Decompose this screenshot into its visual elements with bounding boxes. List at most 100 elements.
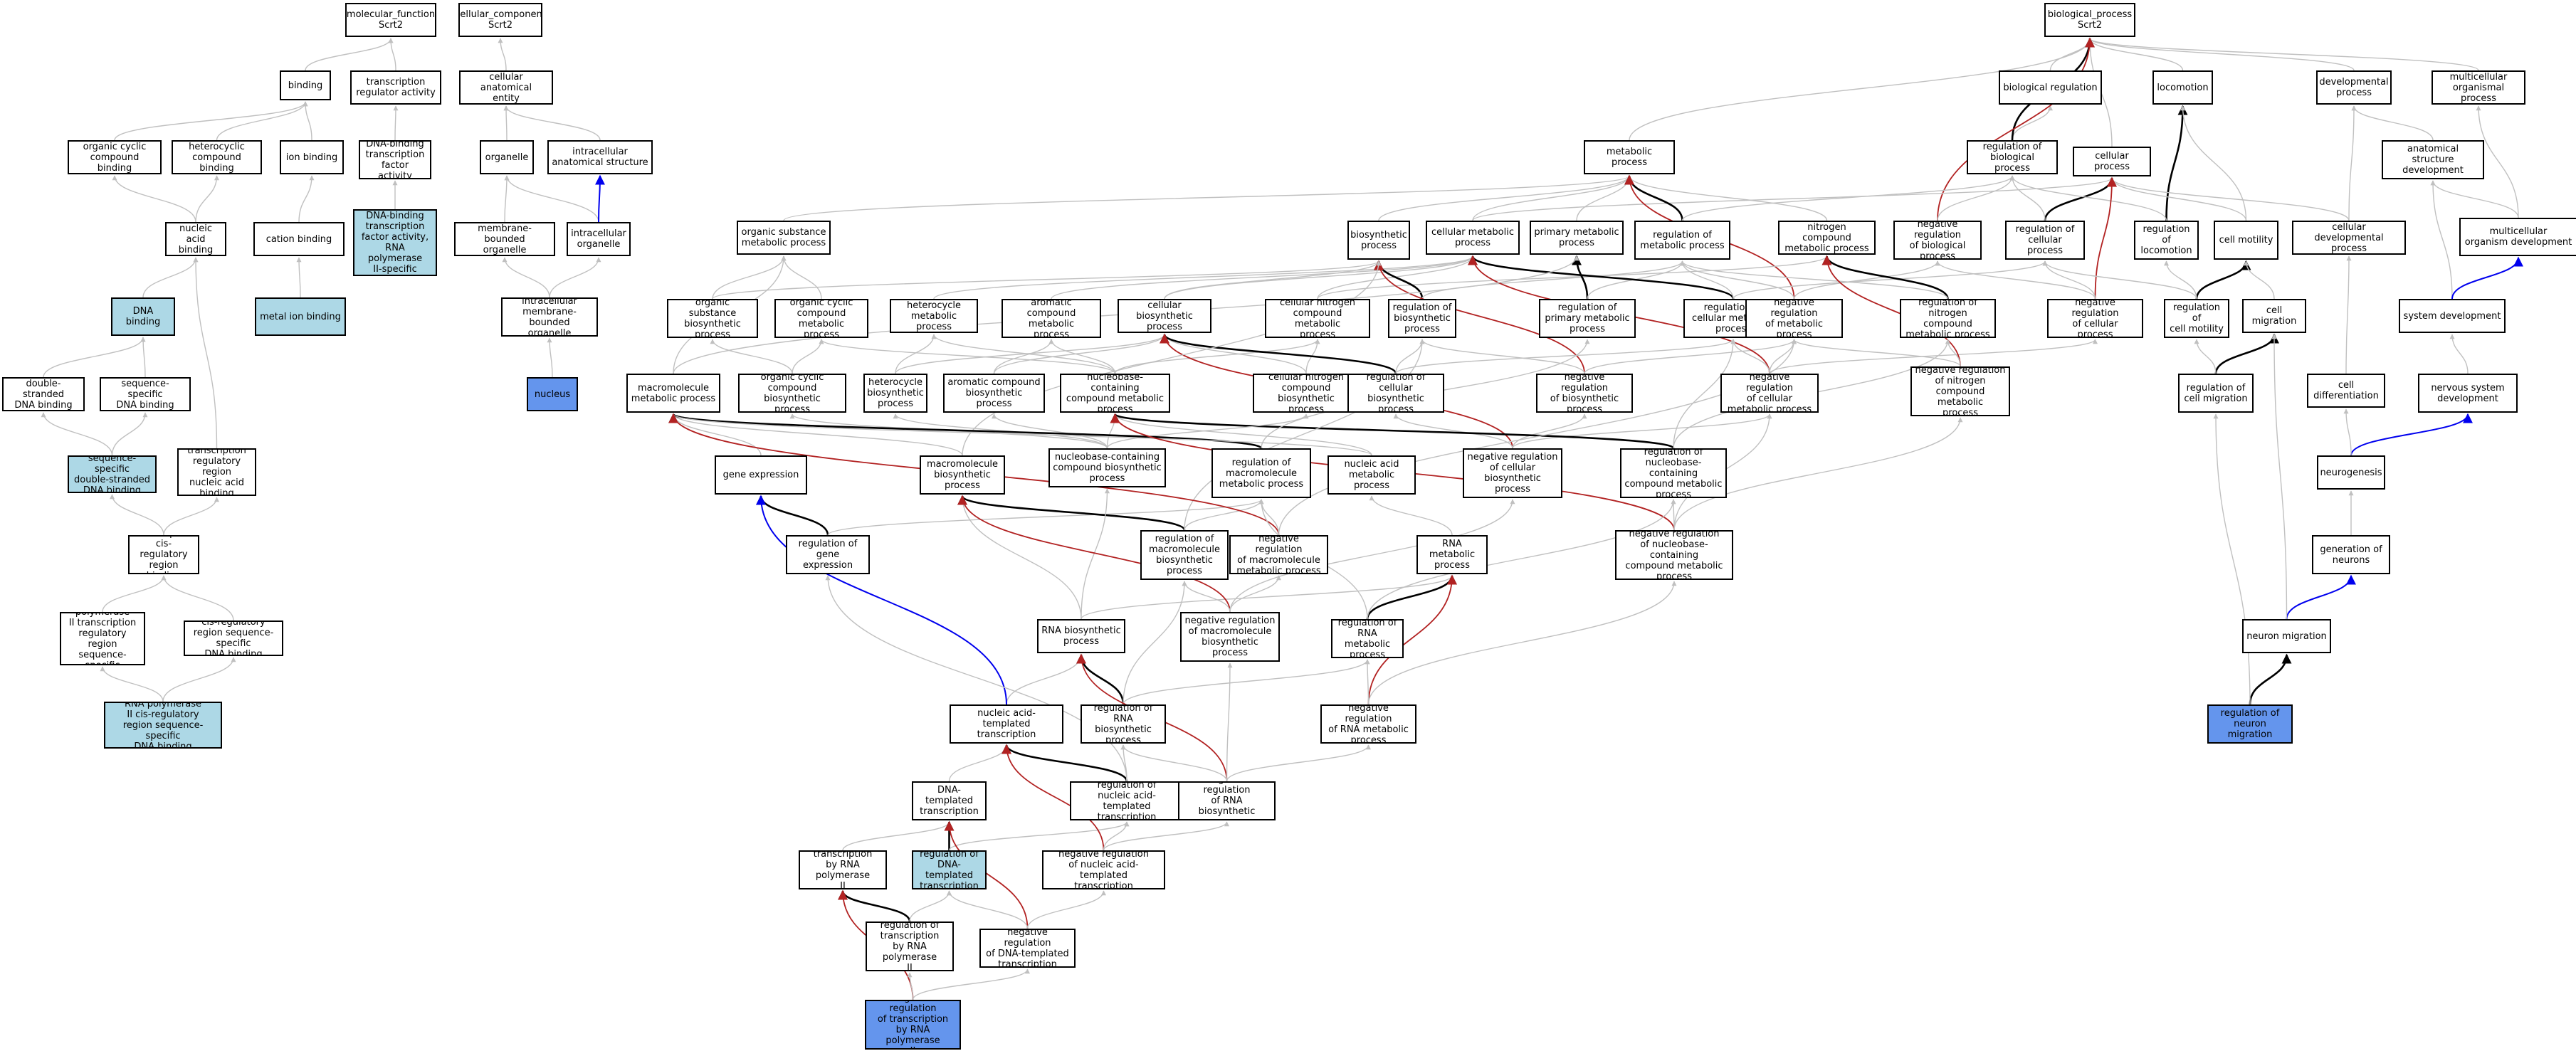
go-term-node-trp[interactable]: transcription by RNA polymerase II bbox=[799, 850, 887, 889]
go-term-node-cae[interactable]: cellular anatomical entity bbox=[459, 70, 553, 105]
go-term-node-cbp[interactable]: cellular biosynthetic process bbox=[1118, 299, 1211, 333]
go-term-node-primmetab[interactable]: primary metabolic process bbox=[1530, 221, 1624, 255]
go-term-node-nbcbp[interactable]: nucleobase-containing compound biosynthe… bbox=[1048, 448, 1166, 487]
go-term-node-regprim[interactable]: regulation of primary metabolic process bbox=[1539, 299, 1636, 338]
go-term-node-mmp[interactable]: macromolecule metabolic process bbox=[626, 374, 720, 413]
go-term-node-occbp[interactable]: organic cyclic compound biosynthetic pro… bbox=[738, 374, 846, 413]
go-term-node-negregbiosyn[interactable]: negative regulation of biosynthetic proc… bbox=[1536, 374, 1633, 413]
go-term-node-ias[interactable]: intracellular anatomical structure bbox=[547, 140, 653, 174]
go-term-node-crrssdb[interactable]: cis-regulatory region sequence-specific … bbox=[184, 620, 283, 656]
go-term-node-ncmp[interactable]: nitrogen compound metabolic process bbox=[1778, 221, 1876, 255]
go-term-node-multiorg[interactable]: multicellular organismal process bbox=[2432, 70, 2525, 105]
go-term-node-negregcbp[interactable]: negative regulation of cellular biosynth… bbox=[1463, 448, 1562, 498]
go-term-node-binding[interactable]: binding bbox=[280, 70, 331, 100]
go-term-node-rp2crr[interactable]: RNA polymerase II cis-regulatory region … bbox=[104, 702, 222, 749]
go-term-node-cellmot[interactable]: cell motility bbox=[2214, 221, 2278, 260]
go-term-node-regcellmig[interactable]: regulation of cell migration bbox=[2178, 374, 2254, 413]
go-term-node-hmp[interactable]: heterocycle metabolic process bbox=[890, 299, 978, 333]
go-term-node-negregrnabp[interactable]: negative regulation of RNA biosynthetic … bbox=[1178, 781, 1276, 820]
go-term-node-ionb[interactable]: ion binding bbox=[280, 140, 344, 174]
go-term-node-regnatt[interactable]: regulation of nucleic acid-templated tra… bbox=[1070, 781, 1184, 820]
go-term-node-regbp[interactable]: regulation of biological process bbox=[1967, 140, 2058, 174]
go-term-node-sysdev[interactable]: system development bbox=[2399, 299, 2506, 333]
go-term-node-negregbp[interactable]: negative regulation of biological proces… bbox=[1893, 221, 1982, 260]
go-term-node-regbiosyn[interactable]: regulation of biosynthetic process bbox=[1388, 299, 1456, 338]
go-term-node-neurmig[interactable]: neuron migration bbox=[2242, 619, 2331, 653]
go-term-node-cationb[interactable]: cation binding bbox=[253, 222, 345, 256]
go-term-node-neurogenesis[interactable]: neurogenesis bbox=[2317, 455, 2385, 490]
go-term-node-mf[interactable]: molecular_function Scrt2 bbox=[345, 3, 436, 37]
go-term-node-osbp[interactable]: organic substance biosynthetic process bbox=[667, 299, 758, 338]
go-term-node-rnamp[interactable]: RNA metabolic process bbox=[1416, 535, 1488, 574]
go-term-node-negregncmp[interactable]: negative regulation of nitrogen compound… bbox=[1910, 366, 2010, 416]
go-term-node-tra[interactable]: transcription regulator activity bbox=[350, 70, 441, 105]
go-term-node-regmbp[interactable]: regulation of macromolecule biosynthetic… bbox=[1140, 530, 1229, 580]
go-term-node-cellproc[interactable]: cellular process bbox=[2073, 147, 2151, 176]
go-term-node-dbtfa[interactable]: DNA-binding transcription factor activit… bbox=[359, 140, 431, 179]
go-term-node-negregmmp[interactable]: negative regulation of macromolecule met… bbox=[1229, 535, 1328, 574]
go-term-node-rnabp[interactable]: RNA biosynthetic process bbox=[1037, 619, 1125, 653]
go-term-node-asd[interactable]: anatomical structure development bbox=[2382, 140, 2484, 179]
go-term-node-organelle[interactable]: organelle bbox=[480, 140, 534, 174]
go-term-node-cellmig[interactable]: cell migration bbox=[2242, 299, 2306, 333]
go-term-node-celldiff[interactable]: cell differentiation bbox=[2307, 374, 2385, 408]
go-term-node-tcrrb[interactable]: transcription cis-regulatory region bind… bbox=[128, 535, 199, 574]
go-term-node-mib[interactable]: metal ion binding bbox=[255, 297, 346, 336]
go-term-node-io[interactable]: intracellular organelle bbox=[567, 222, 631, 256]
go-term-node-nab[interactable]: nucleic acid binding bbox=[165, 222, 226, 256]
go-term-node-negregdtt[interactable]: negative regulation of DNA-templated tra… bbox=[979, 929, 1076, 968]
go-term-node-nucleus[interactable]: nucleus bbox=[527, 377, 578, 411]
go-term-node-mbo[interactable]: membrane-bounded organelle bbox=[454, 222, 555, 256]
go-term-node-dnab[interactable]: DNA binding bbox=[111, 297, 175, 336]
go-term-node-locomotion[interactable]: locomotion bbox=[2152, 70, 2213, 105]
go-term-node-trrnab[interactable]: transcription regulatory region nucleic … bbox=[177, 448, 256, 496]
go-term-node-regcbp[interactable]: regulation of cellular biosynthetic proc… bbox=[1347, 374, 1444, 413]
go-term-node-dbtfa2[interactable]: DNA-binding transcription factor activit… bbox=[353, 209, 437, 276]
go-term-node-regrnamp[interactable]: regulation of RNA metabolic process bbox=[1331, 619, 1404, 658]
go-term-node-negregcp[interactable]: negative regulation of cellular process bbox=[2047, 299, 2143, 338]
go-term-node-cellmetab[interactable]: cellular metabolic process bbox=[1426, 221, 1520, 255]
go-term-node-natt[interactable]: nucleic acid-templated transcription bbox=[950, 704, 1063, 744]
go-term-node-regtrp[interactable]: regulation of transcription by RNA polym… bbox=[866, 921, 954, 971]
go-term-node-devproc[interactable]: developmental process bbox=[2316, 70, 2392, 105]
go-term-node-acbp[interactable]: aromatic compound biosynthetic process bbox=[943, 374, 1045, 413]
go-term-node-negregnatt[interactable]: negative regulation of nucleic acid-temp… bbox=[1042, 850, 1165, 889]
go-term-node-dtt[interactable]: DNA-templated transcription bbox=[912, 781, 987, 820]
go-term-node-negregmetab[interactable]: negative regulation of metabolic process bbox=[1745, 299, 1843, 338]
go-term-node-occmp[interactable]: organic cyclic compound metabolic proces… bbox=[774, 299, 868, 338]
go-term-node-celldevproc[interactable]: cellular developmental process bbox=[2292, 221, 2406, 255]
go-term-node-genneur[interactable]: generation of neurons bbox=[2312, 535, 2390, 574]
go-term-node-regcellproc[interactable]: regulation of cellular process bbox=[2005, 221, 2085, 260]
go-term-node-macbp[interactable]: macromolecule biosynthetic process bbox=[920, 455, 1005, 495]
go-term-node-negregnbcmp[interactable]: negative regulation of nucleobase-contai… bbox=[1615, 530, 1733, 580]
go-term-node-imbo[interactable]: intracellular membrane-bounded organelle bbox=[501, 297, 598, 337]
go-term-node-regloc[interactable]: regulation of locomotion bbox=[2134, 221, 2199, 260]
go-term-node-negregcellmetab[interactable]: negative regulation of cellular metaboli… bbox=[1720, 374, 1819, 413]
go-term-node-regdtt[interactable]: regulation of DNA-templated transcriptio… bbox=[912, 850, 987, 889]
go-term-node-regneurmig[interactable]: regulation of neuron migration bbox=[2207, 704, 2293, 744]
go-term-node-regcellmot[interactable]: regulation of cell motility bbox=[2164, 299, 2229, 338]
go-term-node-reggeneexp[interactable]: regulation of gene expression bbox=[786, 535, 870, 574]
go-term-node-negregtrp[interactable]: negative regulation of transcription by … bbox=[865, 1000, 961, 1050]
go-term-node-dsdb[interactable]: double-stranded DNA binding bbox=[2, 377, 85, 411]
go-term-node-negregrnamp[interactable]: negative regulation of RNA metabolic pro… bbox=[1320, 704, 1416, 744]
go-term-node-biosyn[interactable]: biosynthetic process bbox=[1347, 221, 1410, 260]
go-term-node-namp[interactable]: nucleic acid metabolic process bbox=[1328, 455, 1416, 495]
go-term-node-hcb[interactable]: heterocyclic compound binding bbox=[172, 140, 262, 174]
go-term-node-acmp[interactable]: aromatic compound metabolic process bbox=[1002, 299, 1101, 338]
go-term-node-nbcmp[interactable]: nucleobase-containing compound metabolic… bbox=[1060, 374, 1170, 413]
go-term-node-negregmbp[interactable]: negative regulation of macromolecule bio… bbox=[1180, 612, 1280, 662]
go-term-node-rp2trr[interactable]: RNA polymerase II transcription regulato… bbox=[60, 612, 145, 665]
go-term-node-biolreg[interactable]: biological regulation bbox=[1999, 70, 2102, 105]
go-term-node-regmetab[interactable]: regulation of metabolic process bbox=[1634, 221, 1730, 260]
go-term-node-mod[interactable]: multicellular organism development bbox=[2459, 218, 2576, 256]
go-term-node-cc[interactable]: cellular_component Scrt2 bbox=[458, 3, 542, 37]
go-term-node-cncbp[interactable]: cellular nitrogen compound biosynthetic … bbox=[1253, 374, 1360, 413]
go-term-node-nsd[interactable]: nervous system development bbox=[2418, 374, 2518, 413]
go-term-node-ssdsdb[interactable]: sequence-specific double-stranded DNA bi… bbox=[68, 455, 157, 493]
go-term-node-regncmp[interactable]: regulation of nitrogen compound metaboli… bbox=[1900, 299, 1996, 338]
go-term-node-regnbcmp[interactable]: regulation of nucleobase-containing comp… bbox=[1620, 448, 1727, 498]
go-term-node-ssdb[interactable]: sequence-specific DNA binding bbox=[100, 377, 191, 411]
go-term-node-osmp[interactable]: organic substance metabolic process bbox=[737, 221, 831, 255]
go-term-node-regmmp[interactable]: regulation of macromolecule metabolic pr… bbox=[1211, 448, 1311, 498]
